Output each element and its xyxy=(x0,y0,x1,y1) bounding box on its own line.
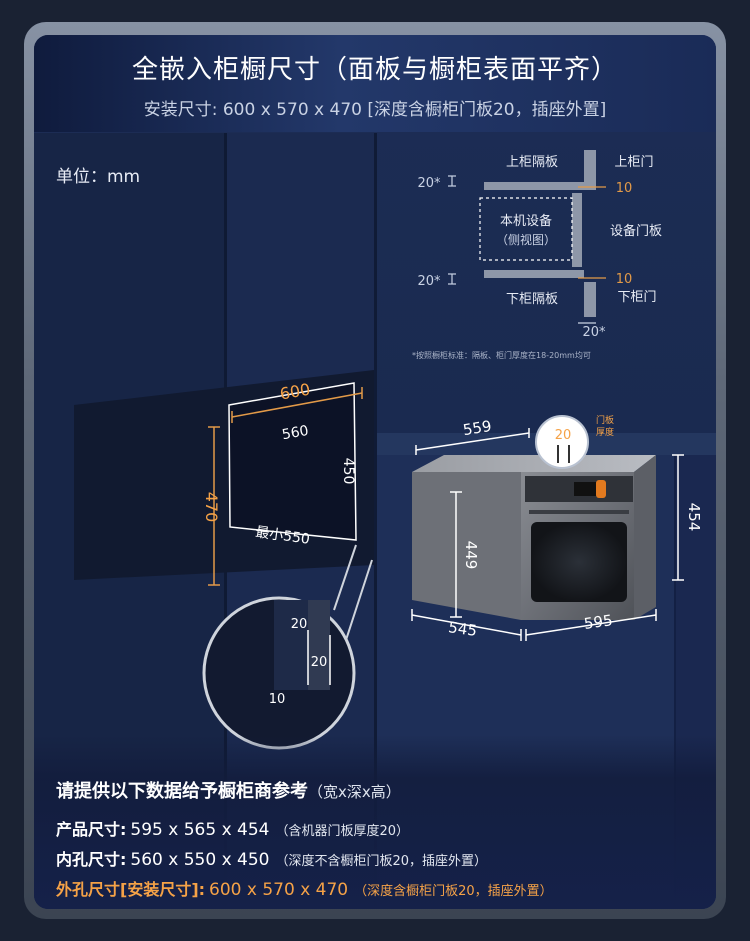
page-subtitle: 安装尺寸: 600 x 570 x 470 [深度含橱柜门板20，插座外置] xyxy=(143,100,607,120)
spec-label: 外孔尺寸[安装尺寸]: xyxy=(56,880,206,899)
oven-handle xyxy=(529,510,629,514)
zoom-dim-a: 20 xyxy=(291,617,308,632)
spec-value: 600 x 570 x 470 xyxy=(209,880,349,900)
spec-value: 595 x 565 x 454 xyxy=(130,820,270,840)
label-door-bottom: 10 xyxy=(616,272,633,287)
spec-note: （深度含橱柜门板20，插座外置） xyxy=(354,884,553,899)
oven-display xyxy=(574,482,596,496)
specs-heading-note: （宽x深x高） xyxy=(308,783,401,801)
spec-label: 内孔尺寸: xyxy=(56,850,127,869)
scene: 上柜隔板 上柜门 本机设备 （侧视图） 设备门板 下柜隔板 下柜门 20* 20… xyxy=(34,133,716,909)
upper-shelf-bar xyxy=(484,182,584,190)
dim-595: 595 xyxy=(583,611,614,633)
zoom-dim-c: 10 xyxy=(269,692,286,707)
label-door-top: 10 xyxy=(616,181,633,196)
label-gap-bottom: 20* xyxy=(417,274,441,289)
lower-shelf-bar xyxy=(484,270,584,278)
spec-value: 560 x 550 x 450 xyxy=(130,850,270,870)
dim-454: 454 xyxy=(685,503,703,532)
spec-row-outer: 外孔尺寸[安装尺寸]:600 x 570 x 470 （深度含橱柜门板20，插座外… xyxy=(56,876,553,900)
main-panel: 上柜隔板 上柜门 本机设备 （侧视图） 设备门板 下柜隔板 下柜门 20* 20… xyxy=(34,35,716,909)
label-lower-shelf: 下柜隔板 xyxy=(506,292,558,307)
specs-area xyxy=(34,735,716,909)
specs-heading: 请提供以下数据给予橱柜商参考（宽x深x高） xyxy=(56,777,401,803)
label-upper-door: 上柜门 xyxy=(614,155,653,170)
device-box xyxy=(479,197,573,261)
dim-450: 450 xyxy=(340,458,356,485)
spec-note: （含机器门板厚度20） xyxy=(275,824,410,839)
label-upper-shelf: 上柜隔板 xyxy=(506,155,558,170)
dim-min550: 最小550 xyxy=(254,524,310,547)
spec-note: （深度不含橱柜门板20，插座外置） xyxy=(275,854,488,869)
label-gap-right: 20* xyxy=(582,325,606,340)
footnote: *按照橱柜标准：隔板、柜门厚度在18-20mm均可 xyxy=(412,350,591,360)
oven-top xyxy=(412,455,656,472)
unit-label: 单位：mm xyxy=(56,167,141,187)
lower-door-bar xyxy=(584,282,596,317)
page-title: 全嵌入柜橱尺寸（面板与橱柜表面平齐） xyxy=(131,55,618,85)
device-door-bar xyxy=(572,193,582,267)
dim-545: 545 xyxy=(447,618,478,640)
label-lower-door: 下柜门 xyxy=(617,290,656,305)
label-device-door: 设备门板 xyxy=(610,223,662,239)
label-door-thickness-1: 门板 xyxy=(596,414,614,426)
spec-row-product: 产品尺寸:595 x 565 x 454 （含机器门板厚度20） xyxy=(56,816,409,840)
dim-449: 449 xyxy=(462,541,480,570)
dim-560: 560 xyxy=(281,423,310,443)
spec-label: 产品尺寸: xyxy=(56,820,127,839)
oven-knob xyxy=(596,480,606,498)
label-door-thickness-2: 厚度 xyxy=(596,426,614,438)
zoom-dim-b: 20 xyxy=(311,655,328,670)
header-band xyxy=(34,35,716,132)
door-zoom-circle xyxy=(535,415,589,469)
dim-470: 470 xyxy=(202,492,221,523)
oven-window xyxy=(531,522,627,602)
oven-side xyxy=(412,472,521,620)
label-side-view: （侧视图） xyxy=(496,232,556,247)
label-device: 本机设备 xyxy=(500,213,552,229)
dim-559: 559 xyxy=(462,417,493,439)
spec-row-inner: 内孔尺寸:560 x 550 x 450 （深度不含橱柜门板20，插座外置） xyxy=(56,846,487,870)
label-gap-top: 20* xyxy=(417,176,441,191)
cavity-opening xyxy=(228,382,357,541)
dim-door-20: 20 xyxy=(555,428,572,443)
upper-door-bar xyxy=(584,150,596,190)
specs-heading-text: 请提供以下数据给予橱柜商参考 xyxy=(56,781,308,802)
